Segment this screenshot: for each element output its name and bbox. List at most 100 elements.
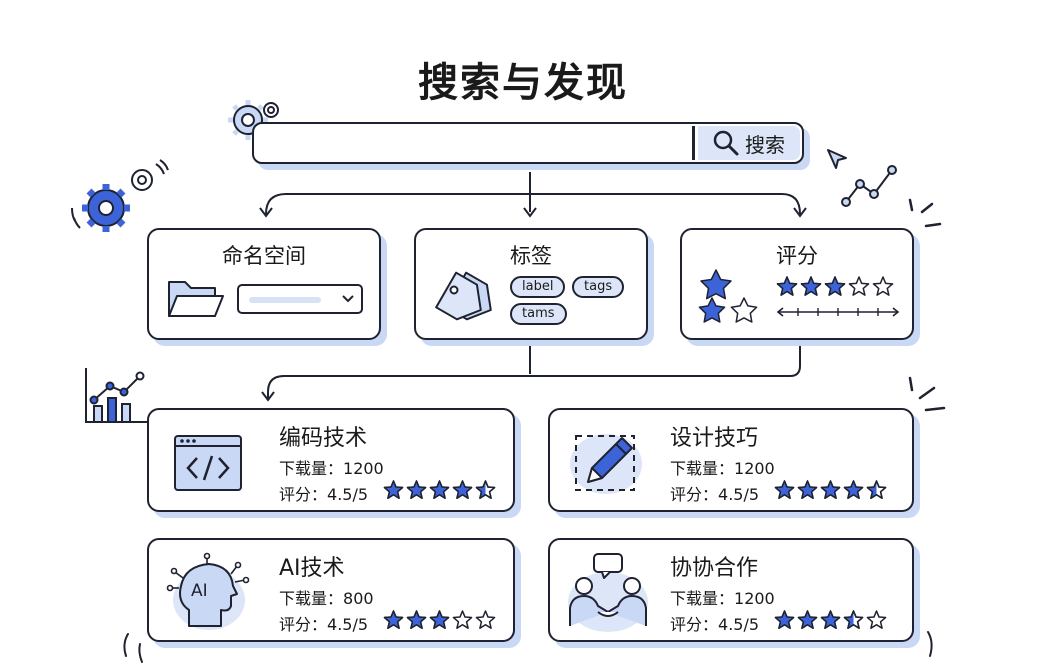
cursor-icon	[827, 149, 847, 169]
rating-filter-card: 评分	[680, 228, 914, 340]
star-fill	[476, 481, 486, 499]
folder-icon	[168, 281, 224, 317]
star-outline	[866, 480, 887, 499]
rating-value: 4.5/5	[327, 485, 369, 504]
rating-label: 评分：	[670, 485, 719, 504]
star-outline	[475, 480, 496, 499]
result-downloads: 下载量：1200	[670, 455, 775, 479]
star-icon	[848, 276, 870, 296]
star-icon	[475, 610, 496, 629]
sketch-lines-icon	[123, 633, 143, 663]
star-outline	[824, 276, 846, 296]
search-button[interactable]: 搜索	[698, 126, 800, 160]
downloads-label: 下载量：	[670, 459, 735, 478]
trend-line-icon	[841, 165, 897, 207]
star-outline	[406, 610, 427, 629]
result-rating: 评分：4.5/5	[670, 611, 759, 635]
star-outline	[406, 480, 427, 499]
result-card-coding[interactable]: 编码技术 下载量：1200 评分：4.5/5	[147, 408, 515, 512]
search-icon	[713, 130, 739, 156]
search-button-label: 搜索	[745, 132, 785, 157]
star-outline	[820, 610, 841, 629]
result-rating: 评分：4.5/5	[279, 611, 368, 635]
star-outline	[843, 480, 864, 499]
rating-filter-title: 评分	[776, 244, 818, 268]
search-bar: 搜索	[252, 122, 804, 164]
namespace-filter-title: 命名空间	[222, 244, 306, 268]
tag-chip-tams[interactable]: tams	[510, 303, 567, 325]
star-icon	[872, 276, 894, 296]
bar-chart-icon	[85, 368, 150, 423]
result-title: 设计技巧	[670, 426, 759, 451]
result-rating: 评分：4.5/5	[670, 481, 759, 505]
result-title: 协协合作	[670, 556, 759, 581]
star-outline	[843, 610, 864, 629]
rating-value: 4.5/5	[718, 485, 760, 504]
star-fill	[867, 481, 877, 499]
star-outline	[797, 480, 818, 499]
star-outline	[776, 276, 798, 296]
result-downloads: 下载量：1200	[670, 585, 775, 609]
result-card-collaboration[interactable]: 协协合作 下载量：1200 评分：4.5/5	[548, 538, 914, 642]
sparkle-lines-icon	[908, 198, 942, 228]
sparkle-lines-icon	[908, 376, 946, 412]
result-card-ai[interactable]: AI AI技术 下载量：800 评分：4.5/5	[147, 538, 515, 642]
star-outline	[429, 610, 450, 629]
star-icon	[452, 610, 473, 629]
star-outline	[383, 480, 404, 499]
stars-decoration-icon	[698, 269, 758, 323]
star-icon	[866, 610, 887, 629]
namespace-filter-card: 命名空间	[147, 228, 381, 340]
downloads-label: 下载量：	[279, 459, 344, 478]
search-input[interactable]	[268, 130, 688, 156]
downloads-value: 1200	[734, 459, 775, 478]
ai-head-icon: AI	[166, 552, 250, 630]
result-title: AI技术	[279, 556, 345, 581]
chevron-down-icon	[342, 295, 354, 303]
result-rating: 评分：4.5/5	[279, 481, 368, 505]
rating-filter-stars[interactable]	[776, 276, 901, 300]
star-outline	[820, 480, 841, 499]
tag-chip-label[interactable]: label	[510, 276, 566, 298]
page-title: 搜索与发现	[418, 60, 628, 106]
star-outline	[452, 480, 473, 499]
sketch-lines-icon	[927, 631, 933, 657]
downloads-label: 下载量：	[279, 589, 344, 608]
downloads-label: 下载量：	[670, 589, 735, 608]
star-outline	[797, 610, 818, 629]
collaboration-icon	[568, 553, 648, 632]
dropdown-field	[249, 297, 321, 303]
star-outline	[383, 610, 404, 629]
search-divider	[692, 126, 695, 160]
gears-icon	[71, 159, 169, 232]
rating-label: 评分：	[670, 615, 719, 634]
svg-text:AI: AI	[191, 581, 208, 601]
downloads-value: 800	[343, 589, 374, 608]
star-fill	[844, 611, 854, 629]
downloads-value: 1200	[343, 459, 384, 478]
tag-icon	[435, 271, 492, 321]
result-stars	[774, 610, 887, 629]
tags-filter-title: 标签	[510, 244, 552, 268]
pencil-icon	[570, 434, 642, 494]
result-stars	[383, 610, 496, 629]
star-outline	[774, 480, 795, 499]
rating-slider[interactable]	[776, 306, 900, 318]
result-downloads: 下载量：800	[279, 585, 374, 609]
namespace-dropdown[interactable]	[237, 284, 363, 314]
tag-chip-tags[interactable]: tags	[572, 276, 625, 298]
result-stars	[774, 480, 887, 499]
rating-value: 4.5/5	[327, 615, 369, 634]
result-stars	[383, 480, 496, 499]
rating-label: 评分：	[279, 485, 328, 504]
code-window-icon	[174, 435, 242, 491]
result-downloads: 下载量：1200	[279, 455, 384, 479]
star-outline	[800, 276, 822, 296]
downloads-value: 1200	[734, 589, 775, 608]
rating-value: 4.5/5	[718, 615, 760, 634]
result-title: 编码技术	[279, 426, 368, 451]
rating-label: 评分：	[279, 615, 328, 634]
result-card-design[interactable]: 设计技巧 下载量：1200 评分：4.5/5	[548, 408, 914, 512]
star-outline	[774, 610, 795, 629]
